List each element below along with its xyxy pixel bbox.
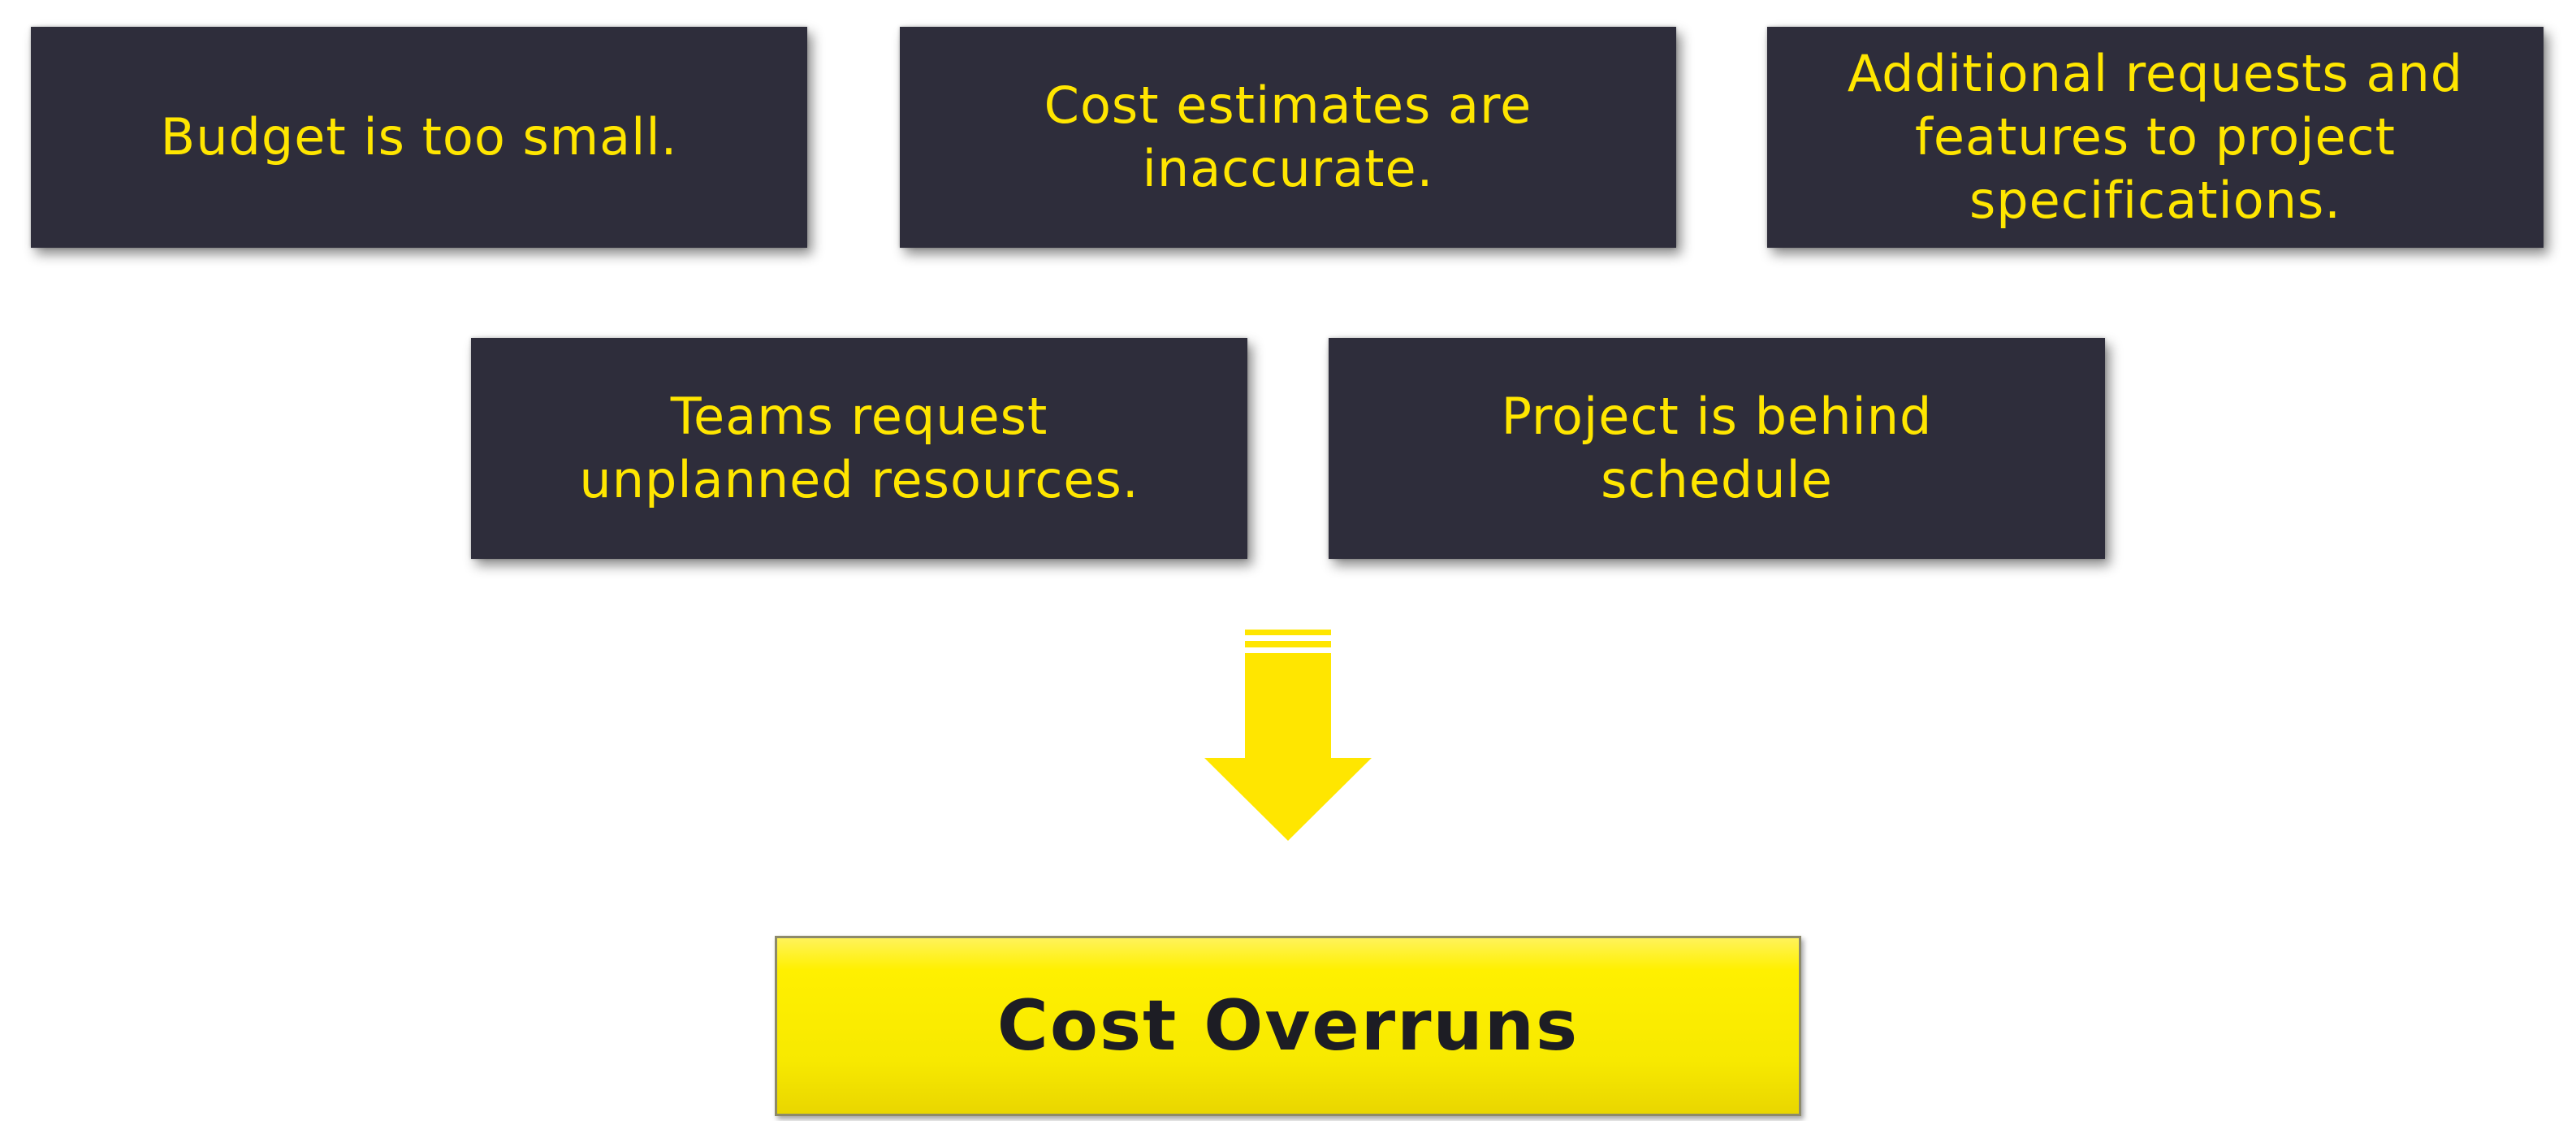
cause-box-estimates: Cost estimates are inaccurate.	[900, 27, 1676, 248]
arrow-stripe	[1245, 641, 1331, 647]
cause-box-budget: Budget is too small.	[31, 27, 807, 248]
arrow-stripe	[1245, 630, 1331, 635]
result-box: Cost Overruns	[775, 936, 1801, 1116]
result-label: Cost Overruns	[996, 985, 1580, 1067]
cause-box-unplanned-resources: Teams request unplanned resources.	[471, 338, 1247, 559]
cause-label: Additional requests and features to proj…	[1847, 44, 2464, 230]
down-arrow-icon	[1204, 630, 1372, 841]
arrow-body	[1204, 653, 1372, 841]
cause-box-additional-requests: Additional requests and features to proj…	[1767, 27, 2544, 248]
cause-label: Budget is too small.	[160, 107, 678, 167]
cause-label: Teams request unplanned resources.	[579, 387, 1139, 509]
cause-label: Project is behind schedule	[1501, 387, 1933, 509]
cause-label: Cost estimates are inaccurate.	[1044, 76, 1532, 198]
cause-box-behind-schedule: Project is behind schedule	[1329, 338, 2105, 559]
